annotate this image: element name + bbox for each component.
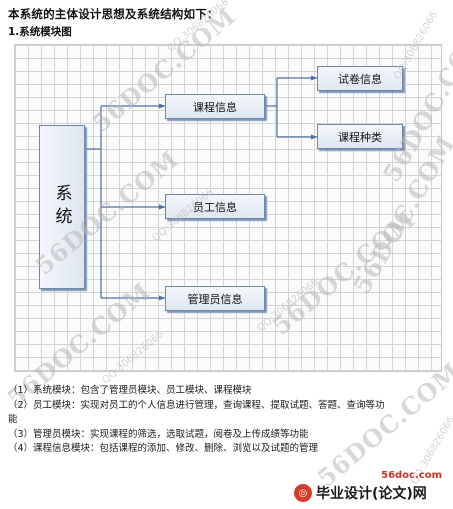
footer-site: 56doc.com [381,470,442,481]
module-desc-course: （4）课程信息模块：包括课程的添加、修改、删除、浏览以及试题的管理 [8,443,319,454]
module-desc-admin: （3）管理员模块：实现课程的筛选，选取试题，阅卷及上传成绩等功能 [8,428,309,440]
node-admin-info: 管理员信息 [165,286,265,311]
node-staff-info: 员工信息 [165,194,265,219]
intro-text: 本系统的主体设计思想及系统结构如下： [8,7,219,21]
arrow-admin [159,295,165,301]
connector-lines [85,75,317,301]
footer-logo-text: 毕业设计(论文)网 [316,486,427,502]
arrow-staff [159,204,165,210]
node-exam-info: 试卷信息 [317,66,403,91]
module-desc-staff-cont: 能 [8,414,18,425]
arrow-course [159,103,165,109]
footer-logo: 56doc.com ◎ 毕业设计(论文)网 [284,470,450,504]
module-desc-staff: （2）员工模块：实现对员工的个人信息进行管理，查询课程、提取试题、答题、查询等功 [8,399,385,411]
module-diagram: 系统 课程信息 员工信息 管理员信息 试卷信息 课程种类 [14,44,442,372]
arrow-exam [311,75,317,81]
logo-icon: ◎ [294,484,312,502]
module-descriptions: （1）系统模块：包含了管理员模块、员工模块、课程模块 （2）员工模块：实现对员工… [8,384,448,457]
section-title: 1.系统模块图 [8,26,72,38]
module-desc-system: （1）系统模块：包含了管理员模块、员工模块、课程模块 [8,385,252,396]
node-course-category: 课程种类 [317,124,403,149]
root-node-system: 系统 [39,125,85,289]
arrow-category [311,134,317,140]
node-course-info: 课程信息 [165,94,265,119]
